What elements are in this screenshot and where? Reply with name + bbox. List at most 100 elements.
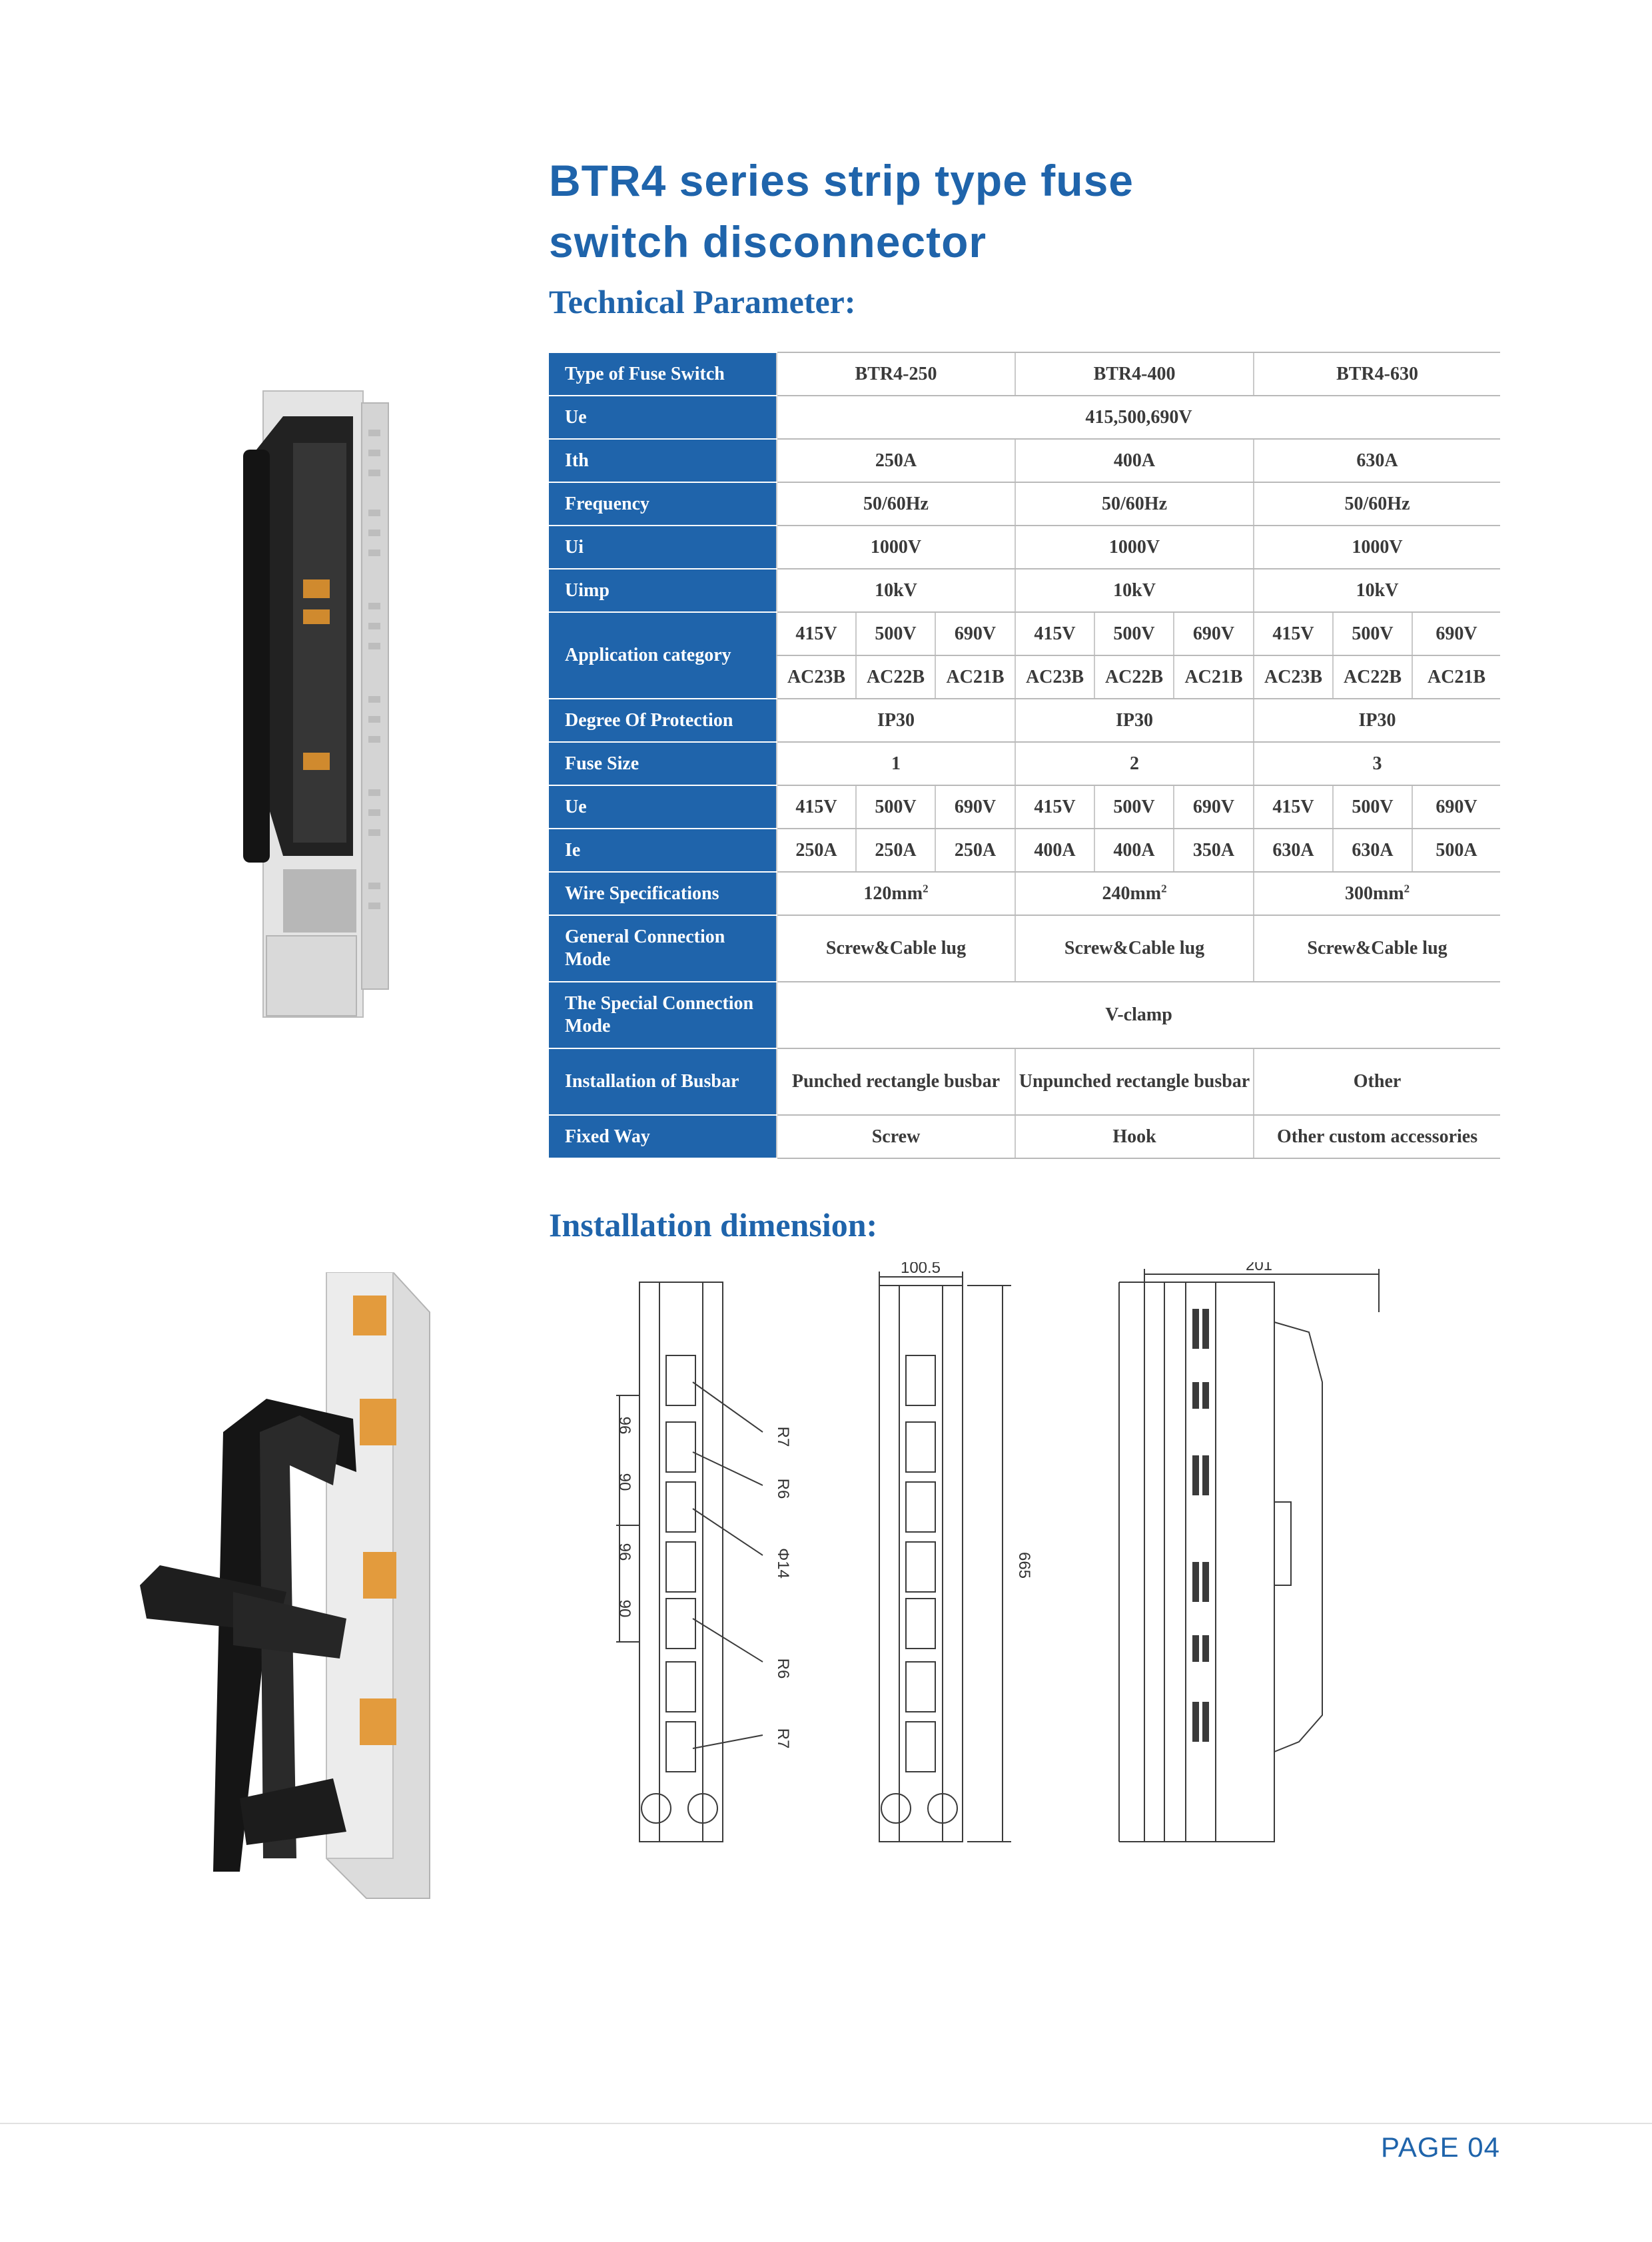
row-application-category-voltage: Application category 415V 500V 690V 415V…: [549, 611, 1501, 699]
row-header: Degree Of Protection: [549, 698, 777, 743]
installation-dimension-heading: Installation dimension:: [549, 1206, 878, 1244]
title-line-1: BTR4 series strip type fuse: [549, 156, 1134, 205]
row-header: Ie: [549, 828, 777, 873]
table-cell: AC22B: [1332, 655, 1413, 699]
footer-divider: [0, 2123, 1652, 2124]
table-cell: 2: [1015, 741, 1254, 786]
table-cell: IP30: [1015, 698, 1254, 743]
row-type-of-fuse-switch: Type of Fuse Switch BTR4-250 BTR4-400 BT…: [549, 352, 1501, 396]
dim-spacing-3: 96: [616, 1543, 633, 1561]
row-header: Ue: [549, 395, 777, 440]
table-cell: 415V: [1253, 611, 1334, 656]
wire-size: 240mm: [1102, 883, 1162, 904]
title-line-2: switch disconnector: [549, 217, 987, 266]
width-dimension-side: 201: [1246, 1262, 1272, 1274]
row-application-category-class: AC23B AC22B AC21B AC23B AC22B AC21B AC23…: [549, 655, 1501, 699]
radius-label-5: R7: [774, 1728, 792, 1749]
dim-spacing-2: 90: [616, 1473, 633, 1491]
row-header: Uimp: [549, 568, 777, 613]
table-cell: 500V: [1094, 611, 1174, 656]
row-ie-current: Ie 250A 250A 250A 400A 400A 350A 630A 63…: [549, 828, 1501, 873]
table-cell: 415V: [1015, 785, 1095, 829]
table-cell: 250A: [934, 828, 1016, 873]
table-cell: 350A: [1173, 828, 1254, 873]
model-250: BTR4-250: [775, 352, 1016, 396]
row-installation-of-busbar: Installation of Busbar Punched rectangle…: [549, 1048, 1501, 1116]
table-cell: Other: [1253, 1048, 1501, 1116]
unit-exponent: 2: [1404, 882, 1410, 895]
table-cell: AC21B: [1412, 655, 1501, 699]
table-cell: 1000V: [1015, 525, 1254, 569]
table-cell: 50/60Hz: [1015, 482, 1254, 526]
technical-parameter-heading: Technical Parameter:: [549, 283, 856, 320]
row-header: Wire Specifications: [549, 871, 777, 916]
radius-label-3: Φ14: [774, 1548, 792, 1579]
installation-dimension-drawing: 96 90 96 90 R7 R6 Φ14 R6 R7 100.5 665 20…: [616, 1262, 1380, 1842]
row-header: The Special Connection Mode: [549, 981, 777, 1049]
table-cell: AC23B: [776, 655, 856, 699]
table-cell: 630A: [1253, 438, 1501, 483]
table-cell: AC21B: [1173, 655, 1254, 699]
table-cell: 120mm2: [775, 871, 1016, 916]
table-cell: 415V: [1015, 611, 1095, 656]
table-cell: Screw: [775, 1114, 1016, 1159]
row-frequency: Frequency 50/60Hz 50/60Hz 50/60Hz: [549, 482, 1501, 526]
row-fixed-way: Fixed Way Screw Hook Other custom access…: [549, 1114, 1501, 1159]
table-cell: Punched rectangle busbar: [775, 1048, 1016, 1116]
row-header: Type of Fuse Switch: [549, 352, 777, 396]
table-cell: 300mm2: [1253, 871, 1501, 916]
row-wire-specifications: Wire Specifications 120mm2 240mm2 300mm2: [549, 871, 1501, 916]
table-cell: 10kV: [1015, 568, 1254, 613]
table-cell: 500A: [1412, 828, 1501, 873]
table-cell: 250A: [776, 828, 856, 873]
row-ue-voltage: Ue 415V 500V 690V 415V 500V 690V 415V 50…: [549, 785, 1501, 829]
table-cell: AC22B: [1094, 655, 1174, 699]
wire-size: 120mm: [863, 883, 923, 904]
table-cell: 400A: [1015, 438, 1254, 483]
table-cell: AC23B: [1253, 655, 1334, 699]
table-cell: 690V: [1412, 785, 1501, 829]
row-header: Fixed Way: [549, 1114, 777, 1159]
row-ue: Ue 415,500,690V: [549, 395, 1501, 440]
table-cell: 50/60Hz: [775, 482, 1016, 526]
table-cell: 690V: [1173, 611, 1254, 656]
table-cell: Screw&Cable lug: [1015, 915, 1254, 982]
row-ui: Ui 1000V 1000V 1000V: [549, 525, 1501, 569]
dim-spacing-4: 90: [616, 1600, 633, 1618]
table-cell: 1000V: [775, 525, 1016, 569]
row-special-connection-mode: The Special Connection Mode V-clamp: [549, 981, 1501, 1049]
row-uimp: Uimp 10kV 10kV 10kV: [549, 568, 1501, 613]
table-cell: 1000V: [1253, 525, 1501, 569]
table-cell: 500V: [1332, 785, 1413, 829]
unit-exponent: 2: [1161, 882, 1167, 895]
table-cell: 250A: [775, 438, 1016, 483]
row-general-connection-mode: General Connection Mode Screw&Cable lug …: [549, 915, 1501, 982]
row-header: Frequency: [549, 482, 777, 526]
table-cell: AC21B: [934, 655, 1016, 699]
table-cell: 690V: [934, 785, 1016, 829]
row-header: General Connection Mode: [549, 915, 777, 982]
rated-voltage: 415,500,690V: [775, 395, 1501, 440]
model-630: BTR4-630: [1253, 352, 1501, 396]
row-header: Fuse Size: [549, 741, 777, 786]
table-cell: IP30: [1253, 698, 1501, 743]
table-cell: 415V: [776, 611, 856, 656]
table-cell: 415V: [1253, 785, 1334, 829]
technical-parameter-table: Type of Fuse Switch BTR4-250 BTR4-400 BT…: [549, 352, 1501, 1159]
table-cell: 690V: [934, 611, 1016, 656]
table-cell: 630A: [1332, 828, 1413, 873]
radius-label-4: R6: [774, 1659, 792, 1679]
page-title: BTR4 series strip type fuse switch disco…: [549, 150, 1535, 272]
table-cell: 630A: [1253, 828, 1334, 873]
table-cell: 400A: [1094, 828, 1174, 873]
row-degree-of-protection: Degree Of Protection IP30 IP30 IP30: [549, 698, 1501, 743]
table-cell: 50/60Hz: [1253, 482, 1501, 526]
table-cell: 10kV: [1253, 568, 1501, 613]
table-cell: 400A: [1015, 828, 1095, 873]
height-dimension-middle: 665: [1015, 1552, 1033, 1579]
unit-exponent: 2: [923, 882, 929, 895]
table-cell: Other custom accessories: [1253, 1114, 1501, 1159]
width-dimension-middle: 100.5: [901, 1262, 941, 1277]
table-cell: 1: [775, 741, 1016, 786]
model-400: BTR4-400: [1015, 352, 1254, 396]
